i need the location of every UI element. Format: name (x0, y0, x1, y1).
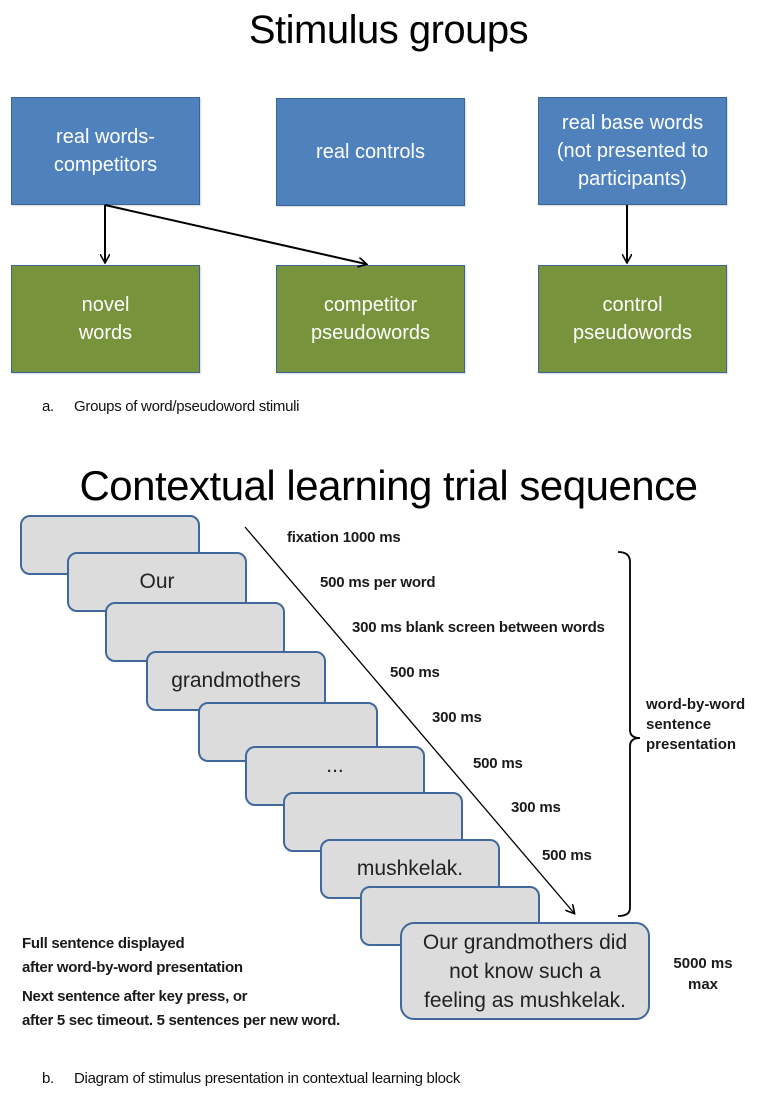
caption-a: a. Groups of word/pseudoword stimuli (42, 398, 300, 415)
note-line: after 5 sec timeout. 5 sentences per new… (22, 1012, 340, 1029)
panel-b-title: Contextual learning trial sequence (79, 462, 698, 509)
box-competitor-pseudowords: competitor pseudowords (276, 265, 465, 373)
caption-b-marker: b. (42, 1070, 54, 1087)
timing-label: 500 ms (473, 755, 523, 772)
box-control-pseudowords: control pseudowords (538, 265, 727, 373)
box-real-words-competitors: real words- competitors (11, 97, 200, 205)
timing-label: 500 ms (390, 664, 440, 681)
note-line: Next sentence after key press, or (22, 988, 248, 1005)
timing-label: 500 ms (542, 847, 592, 864)
screen-full-sentence: Our grandmothers did not know such a fee… (400, 922, 650, 1020)
caption-b: b. Diagram of stimulus presentation in co… (42, 1070, 460, 1087)
screen-text: grandmothers (171, 669, 301, 692)
caption-a-text: Groups of word/pseudoword stimuli (74, 398, 300, 415)
screen-text: Our (139, 570, 175, 593)
timing-label: 300 ms blank screen between words (352, 619, 605, 636)
screen-text: ... (326, 754, 344, 777)
timing-label: 300 ms (432, 709, 482, 726)
panel-a-title: Stimulus groups (248, 8, 529, 52)
box-novel-words: novel words (11, 265, 200, 373)
timing-label: 500 ms per word (320, 574, 436, 591)
brace-label: word-by-word sentence presentation (646, 696, 746, 753)
timing-label: fixation 1000 ms (287, 529, 401, 546)
caption-b-text: Diagram of stimulus presentation in cont… (74, 1070, 461, 1087)
timing-label: 300 ms (511, 799, 561, 816)
note-line: after word-by-word presentation (22, 959, 243, 976)
arrow-competitors-to-competitor-pseudo (104, 204, 366, 264)
box-real-base-words: real base words (not presented to partic… (538, 97, 727, 205)
right-brace (617, 551, 641, 917)
caption-a-marker: a. (42, 398, 54, 415)
final-duration-label: 5000 ms max (673, 955, 733, 993)
screen-text: mushkelak. (356, 857, 464, 880)
box-real-controls: real controls (276, 98, 465, 206)
note-line: Full sentence displayed (22, 935, 185, 952)
